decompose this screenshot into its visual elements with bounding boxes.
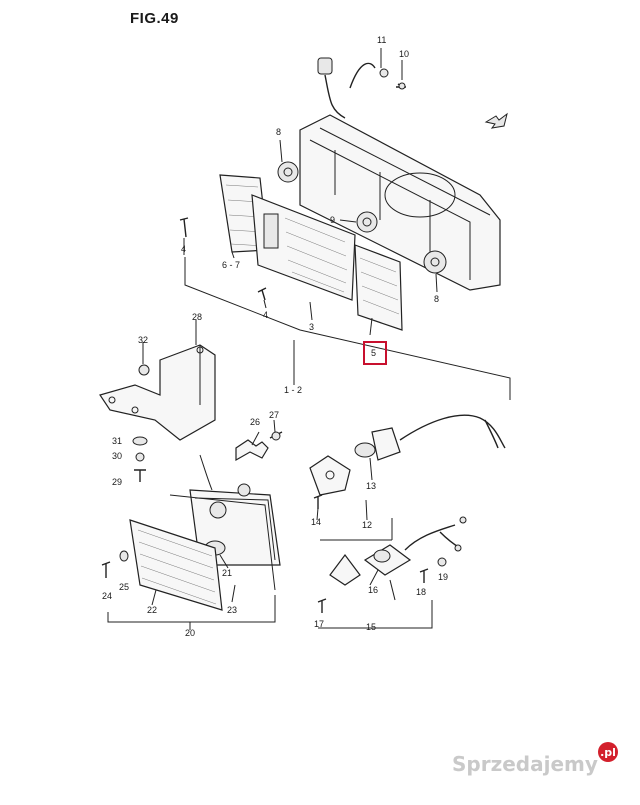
callout-3: 3 — [309, 322, 314, 332]
callout-19: 19 — [438, 572, 448, 582]
watermark-badge: .pl — [598, 742, 618, 762]
callout-26: 26 — [250, 417, 260, 427]
washer-31 — [132, 436, 148, 446]
callout-21: 21 — [222, 568, 232, 578]
license-lamp-assembly — [329, 516, 467, 586]
callout-28: 28 — [192, 312, 202, 322]
callout-27: 27 — [269, 410, 279, 420]
callout-11: 11 — [377, 35, 386, 45]
bolt-32 — [138, 364, 150, 376]
connector-icon — [317, 57, 333, 75]
lens-center — [251, 194, 356, 301]
callout-10: 10 — [399, 49, 409, 59]
side-lamp-housing — [189, 454, 281, 566]
callout-14: 14 — [311, 517, 321, 527]
callout-12: 12 — [362, 520, 372, 530]
callout-31: 31 — [112, 436, 122, 446]
nut-30 — [135, 452, 145, 462]
direction-arrow-icon — [484, 112, 508, 129]
screw-4a — [179, 217, 189, 238]
screw-4b — [257, 287, 267, 301]
leader-lines — [142, 48, 438, 630]
callout-6-7: 6 - 7 — [222, 260, 240, 270]
group-bracket-15 — [318, 600, 433, 629]
watermark-text: Sprzedajemy — [452, 752, 598, 776]
callout-13: 13 — [366, 481, 376, 491]
figure-title: FIG.49 — [130, 10, 179, 27]
lamp-housing — [299, 57, 501, 291]
group-bracket-12 — [320, 518, 393, 541]
callout-4a: 4 — [181, 244, 186, 254]
callout-25: 25 — [119, 582, 129, 592]
callout-9: 9 — [330, 215, 335, 225]
group-bracket-1-2 — [184, 257, 511, 400]
callout-22: 22 — [147, 605, 157, 615]
gasket-23 — [169, 494, 276, 591]
callout-29: 29 — [112, 477, 122, 487]
callout-18: 18 — [416, 587, 426, 597]
callout-8b: 8 — [434, 294, 439, 304]
callout-30: 30 — [112, 451, 122, 461]
screw-washer-top — [379, 68, 406, 90]
lens-right — [354, 244, 403, 331]
callout-15: 15 — [366, 622, 376, 632]
screw-14 — [313, 494, 323, 509]
callout-24: 24 — [102, 591, 112, 601]
callout-4b: 4 — [263, 310, 268, 320]
socket-assembly-12 — [309, 414, 506, 496]
highlight-box-part-5 — [363, 341, 387, 365]
grommet-19 — [437, 557, 447, 567]
callout-32: 32 — [138, 335, 148, 345]
clip-26-27 — [235, 431, 283, 462]
grommet-25 — [119, 550, 129, 562]
mounting-bracket — [99, 344, 216, 441]
callout-17: 17 — [314, 619, 324, 629]
side-lamp-lens — [129, 519, 223, 611]
callout-labels: 11 10 8 9 8 6 - 7 4 4 3 5 1 - 2 28 32 31… — [102, 35, 448, 638]
callout-1-2: 1 - 2 — [284, 385, 302, 395]
callout-23: 23 — [227, 605, 237, 615]
callout-8a: 8 — [276, 127, 281, 137]
group-bracket-20 — [107, 595, 276, 623]
bolt-29 — [134, 469, 146, 482]
screw-17 — [317, 598, 327, 613]
screw-18 — [419, 568, 429, 583]
callout-16: 16 — [368, 585, 378, 595]
callout-20: 20 — [185, 628, 195, 638]
callout-5: 5 — [371, 348, 376, 358]
screw-24 — [101, 561, 111, 578]
bulb-sockets — [277, 161, 447, 274]
